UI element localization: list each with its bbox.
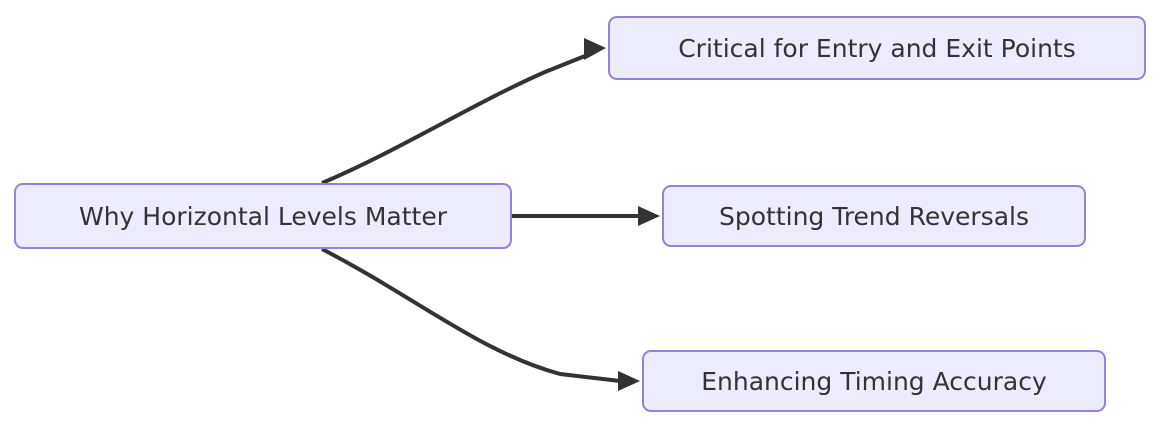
edge-root-to-bottom bbox=[321, 247, 640, 391]
node-label: Why Horizontal Levels Matter bbox=[78, 201, 448, 231]
edge-root-to-bottom-arrowhead bbox=[618, 371, 640, 391]
node-why-horizontal-levels-matter[interactable]: Why Horizontal Levels Matter bbox=[14, 183, 512, 249]
edge-root-to-top-arrowhead bbox=[584, 38, 606, 60]
node-critical-for-entry-and-exit-points[interactable]: Critical for Entry and Exit Points bbox=[608, 16, 1146, 80]
edge-root-to-top-line bbox=[321, 52, 591, 185]
edge-root-to-bottom-line bbox=[321, 247, 621, 383]
edge-root-to-middle-arrowhead bbox=[638, 206, 660, 226]
node-enhancing-timing-accuracy[interactable]: Enhancing Timing Accuracy bbox=[642, 350, 1106, 412]
node-label: Enhancing Timing Accuracy bbox=[701, 366, 1047, 396]
edge-root-to-top bbox=[321, 38, 606, 185]
node-spotting-trend-reversals[interactable]: Spotting Trend Reversals bbox=[662, 185, 1086, 247]
node-label: Spotting Trend Reversals bbox=[718, 201, 1029, 231]
node-label: Critical for Entry and Exit Points bbox=[678, 33, 1076, 63]
edge-root-to-middle bbox=[512, 206, 660, 226]
